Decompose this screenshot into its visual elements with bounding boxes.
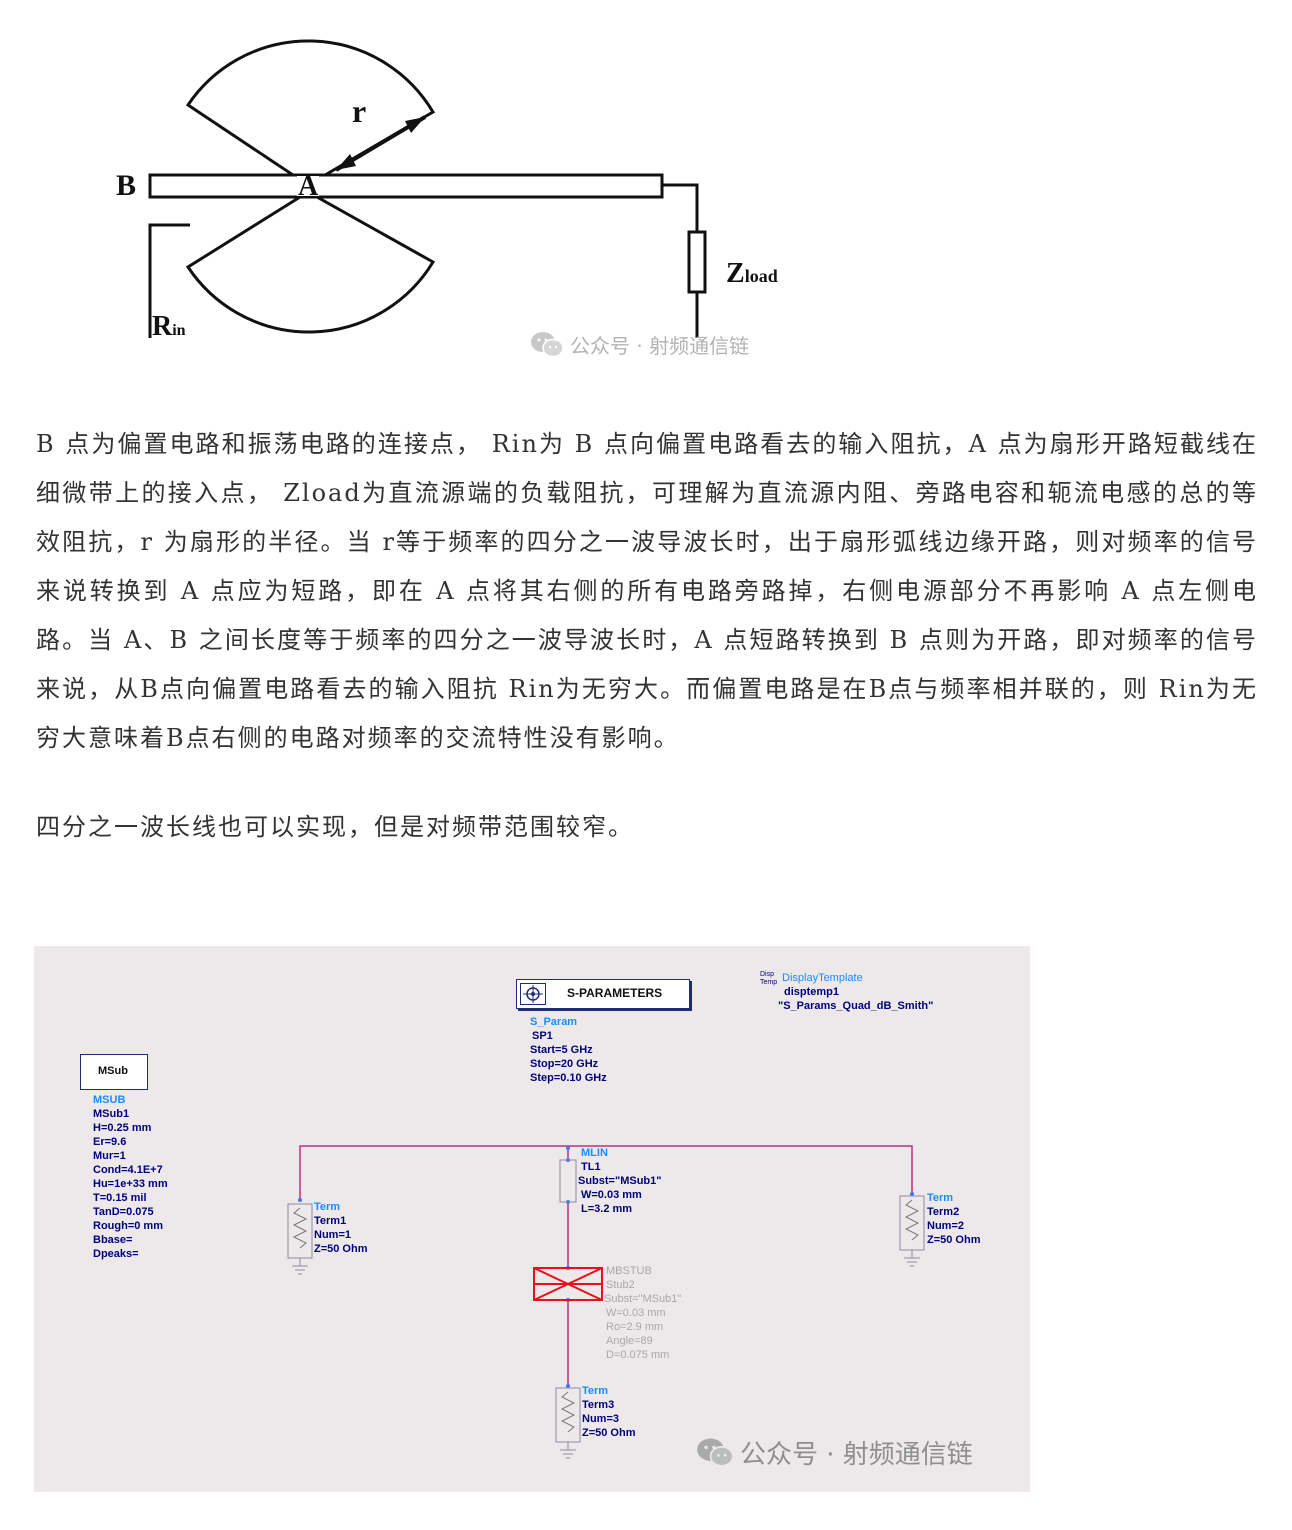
display-template-value: "S_Params_Quad_dB_Smith" — [778, 1000, 934, 1012]
radial-stub-diagram: B A r Rin Zload — [116, 39, 778, 342]
microstrip-line — [148, 173, 664, 199]
msub-param: Bbase= — [93, 1234, 133, 1246]
rin-bracket — [148, 223, 190, 338]
schematic-wires — [287, 1145, 925, 1459]
disp-icon-bottom: Temp — [760, 979, 778, 986]
term2-symbol — [899, 1195, 925, 1267]
mbstub-param: D=0.075 mm — [606, 1349, 670, 1361]
mbstub-param: Subst="MSub1" — [604, 1293, 682, 1305]
watermark-top: 公众号 · 射频通信链 — [530, 330, 749, 359]
sparameters-label: S-PARAMETERS — [567, 986, 663, 1000]
term3-symbol — [555, 1387, 581, 1459]
msub-box[interactable]: MSub — [80, 1054, 148, 1090]
msub-type: MSUB — [93, 1094, 126, 1106]
term3-param: Z=50 Ohm — [582, 1427, 636, 1439]
lower-radial-sector — [185, 190, 436, 334]
term1-symbol — [287, 1203, 313, 1275]
label-a: A — [298, 171, 319, 202]
msub-label: MSub — [98, 1065, 128, 1077]
paragraph-1: B 点为偏置电路和振荡电路的连接点， Rin为 B 点向偏置电路看去的输入阻抗，… — [36, 430, 1258, 752]
label-b: B — [116, 169, 136, 202]
mbstub-param: Ro=2.9 mm — [606, 1321, 664, 1333]
watermark-bottom: 公众号 · 射频通信链 — [696, 1434, 973, 1471]
sparam-step: Step=0.10 GHz — [530, 1072, 607, 1084]
term2-param: Z=50 Ohm — [927, 1234, 981, 1246]
watermark-text: 公众号 · 射频通信链 — [570, 334, 750, 358]
msub-param: Cond=4.1E+7 — [93, 1164, 163, 1176]
mlin-type: MLIN — [581, 1147, 608, 1159]
sparam-start: Start=5 GHz — [530, 1044, 593, 1056]
sparam-name: SP1 — [532, 1030, 553, 1042]
upper-radial-sector — [185, 39, 436, 187]
msub-param: Er=9.6 — [93, 1136, 127, 1148]
sparam-stop: Stop=20 GHz — [530, 1058, 599, 1070]
mlin-name: TL1 — [581, 1161, 601, 1173]
mbstub-name: Stub2 — [606, 1279, 635, 1291]
term1-param: Z=50 Ohm — [314, 1243, 368, 1255]
mlin-param: Subst="MSub1" — [578, 1175, 662, 1187]
disp-icon-top: Disp — [760, 971, 775, 978]
term1-param: Num=1 — [314, 1229, 351, 1241]
term3-type: Term — [582, 1385, 609, 1397]
article-body: B 点为偏置电路和振荡电路的连接点， Rin为 B 点向偏置电路看去的输入阻抗，… — [36, 420, 1258, 852]
term2-param: Num=2 — [927, 1220, 964, 1232]
msub-params: H=0.25 mm Er=9.6 Mur=1 Cond=4.1E+7 Hu=1e… — [93, 1121, 168, 1261]
msub-param: Dpeaks= — [93, 1248, 139, 1260]
term3-param: Num=3 — [582, 1413, 619, 1425]
display-template-icon: Disp Temp — [760, 971, 780, 987]
wechat-icon — [531, 331, 564, 357]
term1-type: Term — [314, 1201, 341, 1213]
display-template-name: disptemp1 — [784, 986, 840, 998]
msub-param: H=0.25 mm — [93, 1122, 152, 1134]
mbstub-param: Angle=89 — [606, 1335, 653, 1347]
msub-param: Mur=1 — [93, 1150, 126, 1162]
wechat-icon — [697, 1437, 734, 1467]
label-zload: Zload — [726, 258, 778, 289]
mbstub-param: W=0.03 mm — [606, 1307, 666, 1319]
mbstub-symbol — [533, 1267, 603, 1301]
paragraph-2: 四分之一波长线也可以实现，但是对频带范围较窄。 — [36, 813, 634, 841]
msub-name: MSub1 — [93, 1108, 130, 1120]
watermark-text: 公众号 · 射频通信链 — [740, 1440, 973, 1470]
zload-resistor — [687, 230, 707, 294]
term3-name: Term3 — [582, 1399, 615, 1411]
mbstub-type: MBSTUB — [606, 1265, 652, 1277]
mlin-param: L=3.2 mm — [581, 1203, 633, 1215]
mlin-tl1-symbol — [559, 1159, 577, 1203]
sparameters-box[interactable]: S-PARAMETERS — [516, 979, 690, 1009]
label-rin: Rin — [152, 311, 186, 342]
label-r: r — [352, 93, 366, 129]
term1-name: Term1 — [314, 1215, 347, 1227]
mlin-param: W=0.03 mm — [581, 1189, 642, 1201]
term2-name: Term2 — [927, 1206, 960, 1218]
sparam-type: S_Param — [530, 1016, 578, 1028]
term2-type: Term — [927, 1192, 954, 1204]
msub-param: Hu=1e+33 mm — [93, 1178, 168, 1190]
msub-param: Rough=0 mm — [93, 1220, 163, 1232]
sparam-controller-icon — [520, 983, 546, 1005]
msub-param: TanD=0.075 — [93, 1206, 154, 1218]
display-template-type: DisplayTemplate — [782, 972, 863, 984]
load-wire — [662, 183, 699, 232]
ads-schematic: S-PARAMETERS S_Param SP1 Start=5 GHz Sto… — [34, 946, 1030, 1492]
msub-param: T=0.15 mil — [93, 1192, 147, 1204]
